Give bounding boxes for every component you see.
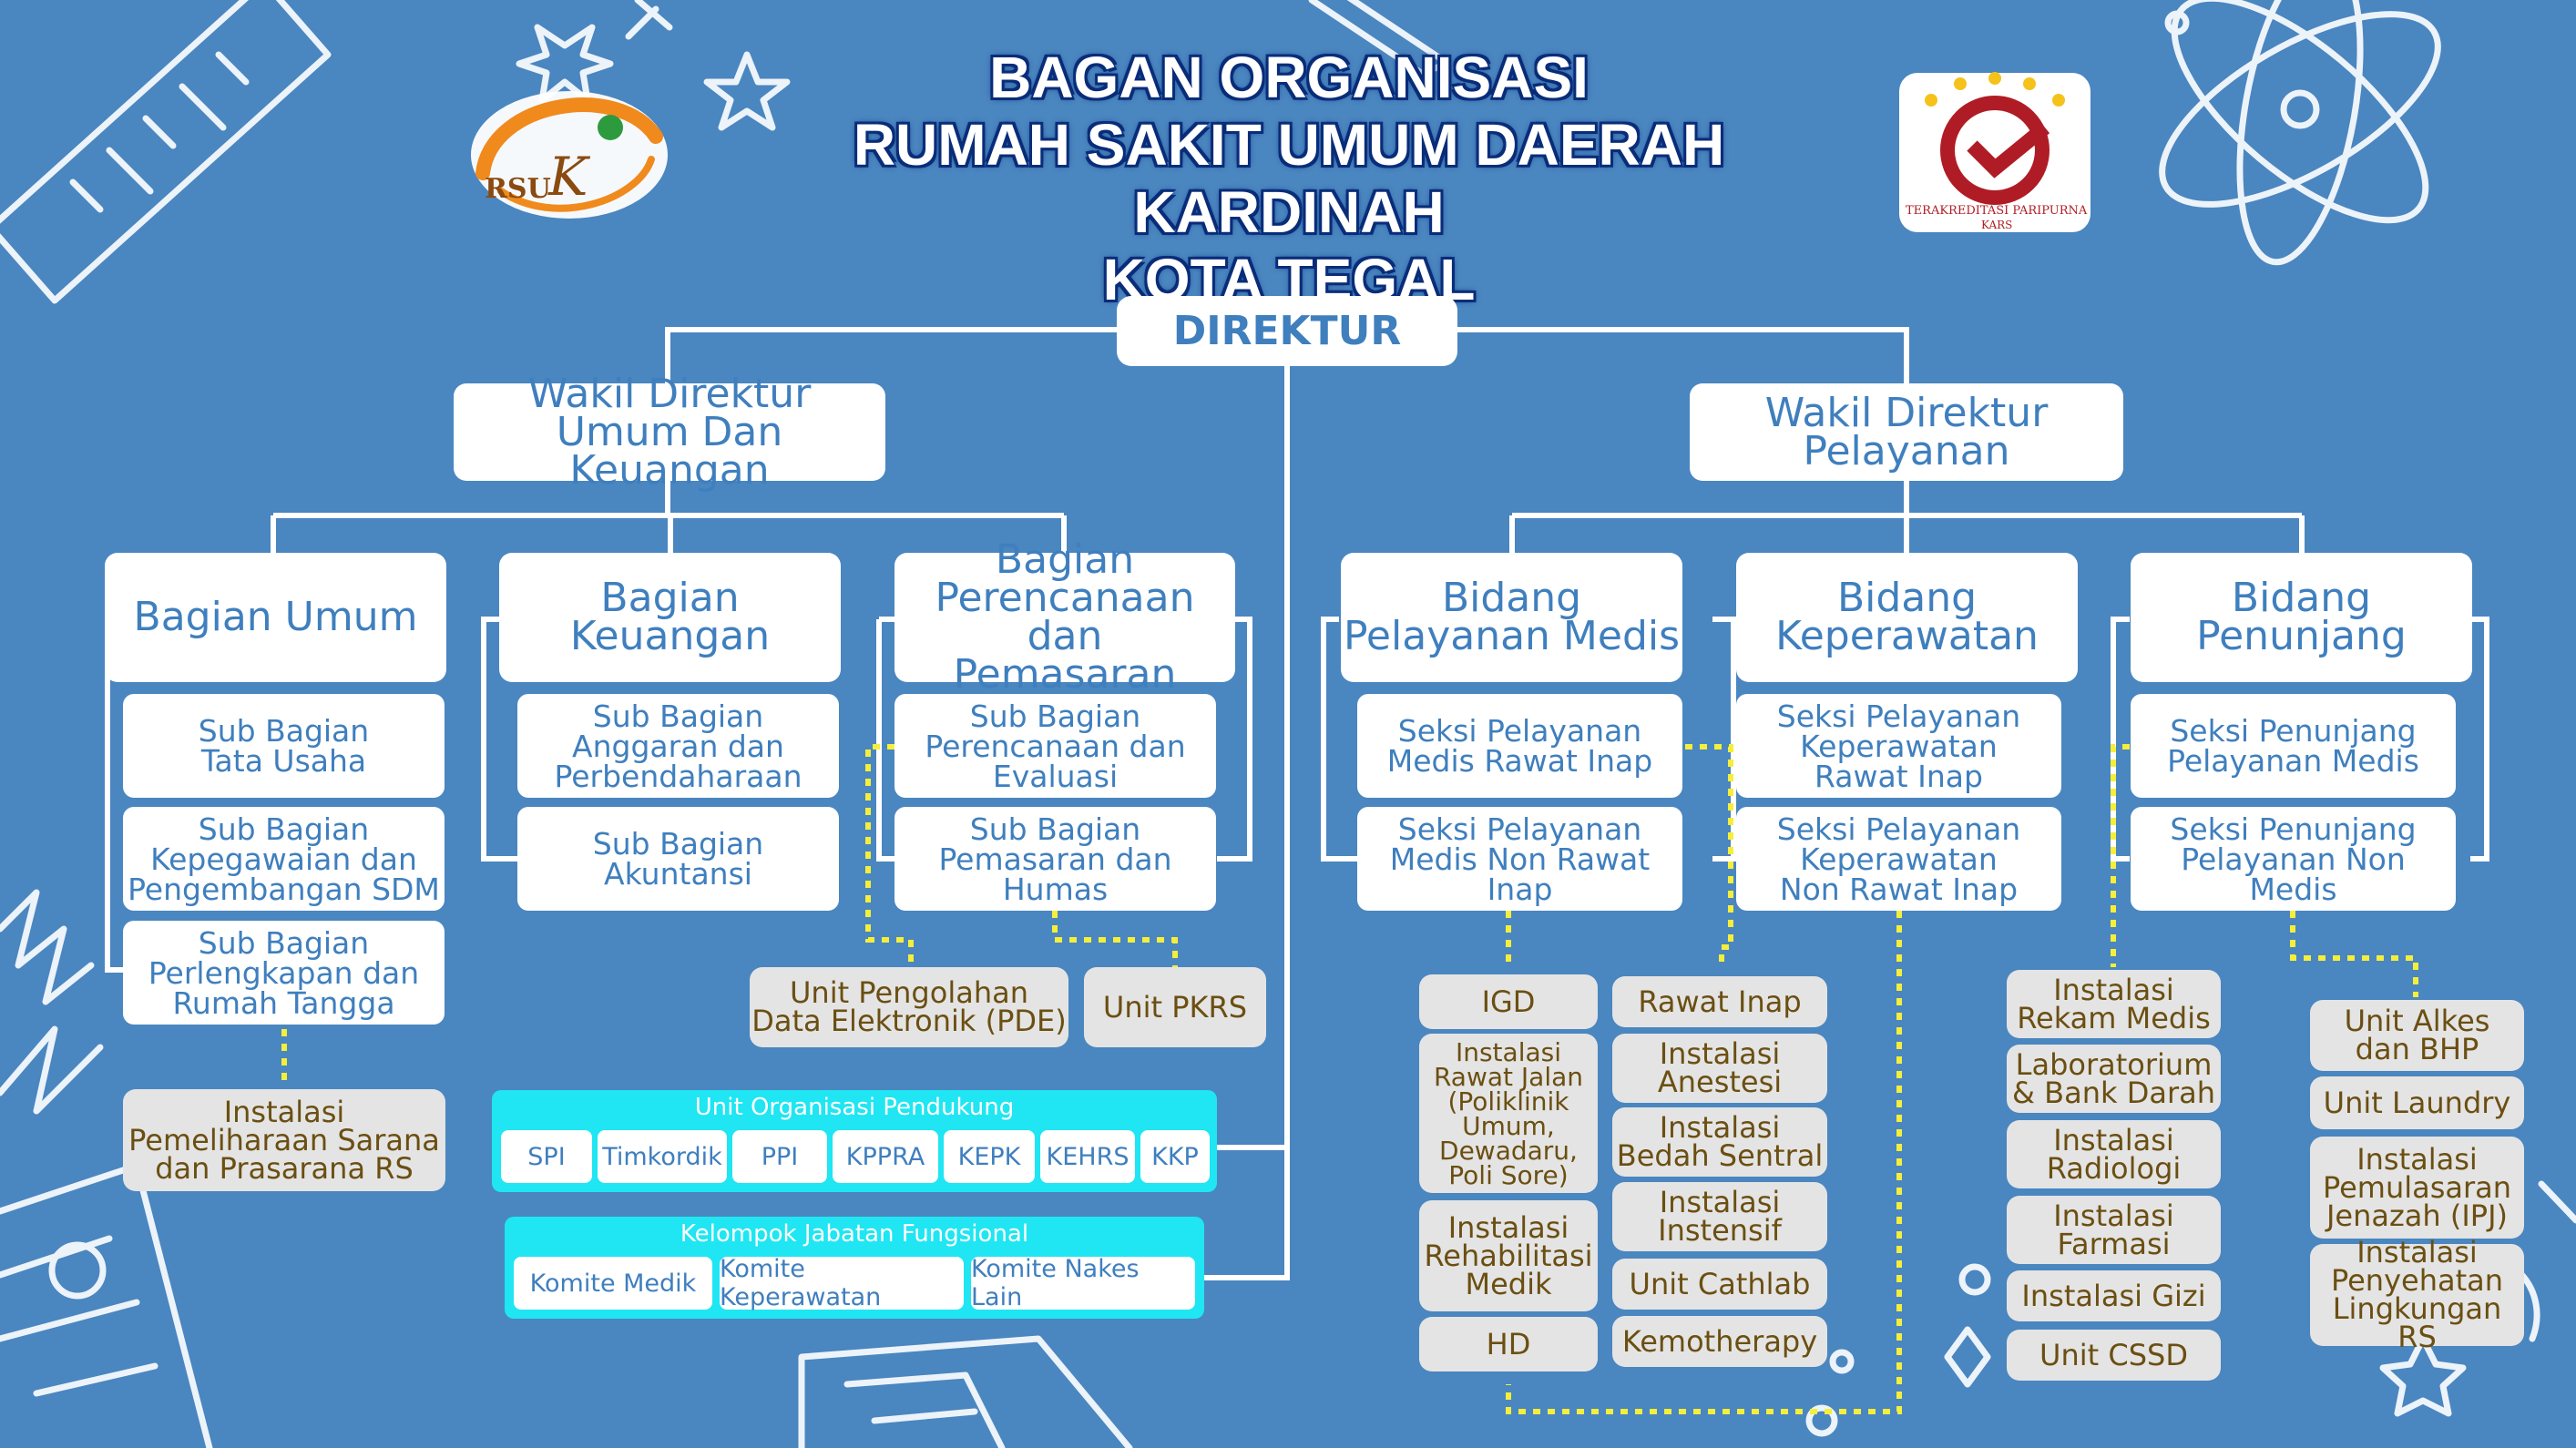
unit-rekam-medis: Instalasi Rekam Medis [2007,970,2221,1038]
seksi-medis-non-rawat-inap: Seksi Pelayanan Medis Non Rawat Inap [1357,807,1682,911]
komite-keperawatan: Komite Keperawatan [720,1255,964,1311]
wakil-direktur-umum-box: Wakil Direktur Umum Dan Keuangan [454,373,885,490]
accreditation-caption: TERAKREDITASI PARIPURNA [1906,204,2088,218]
seksi-keperawatan-non-rawat-inap: Seksi Pelayanan Keperawatan Non Rawat In… [1736,807,2061,911]
unit-pde: Unit Pengolahan Data Elektronik (PDE) [750,967,1068,1047]
logo-text: RSU [485,173,551,205]
unit-kepk: KEPK [944,1130,1035,1183]
bagian-keuangan-box: Bagian Keuangan [499,553,841,682]
unit-pendukung-panel: Unit Organisasi Pendukung SPI Timkordik … [492,1090,1217,1192]
unit-kppra: KPPRA [833,1130,938,1183]
bagian-perencanaan-box: Bagian Perencanaan dan Pemasaran [894,540,1235,695]
bidang-pelayanan-medis-box: Bidang Pelayanan Medis [1341,553,1682,682]
sub-bagian-kepegawaian: Sub Bagian Kepegawaian dan Pengembangan … [123,807,445,911]
unit-timkordik: Timkordik [598,1130,727,1183]
unit-pemulasaran-jenazah: Instalasi Pemulasaran Jenazah (IPJ) [2310,1137,2524,1239]
unit-bedah-sentral: Instalasi Bedah Sentral [1612,1107,1827,1177]
unit-ipsrs: Instalasi Pemeliharaan Sarana dan Prasar… [123,1089,445,1191]
sub-bagian-akuntansi: Sub Bagian Akuntansi [517,807,839,911]
sub-bagian-perlengkapan: Sub Bagian Perlengkapan dan Rumah Tangga [123,921,445,1025]
seksi-medis-rawat-inap: Seksi Pelayanan Medis Rawat Inap [1357,694,1682,798]
unit-igd: IGD [1419,974,1598,1029]
unit-penyehatan-lingkungan: Instalasi Penyehatan Lingkungan RS [2310,1238,2524,1351]
unit-rawat-inap: Rawat Inap [1612,976,1827,1027]
fungsional-header: Kelompok Jabatan Fungsional [680,1220,1029,1248]
unit-farmasi: Instalasi Farmasi [2007,1196,2221,1264]
unit-rehabilitasi-medik: Instalasi Rehabilitasi Medik [1419,1200,1598,1311]
bagian-umum-box: Bagian Umum [105,553,446,682]
unit-kkp: KKP [1140,1130,1210,1183]
komite-medik: Komite Medik [514,1257,712,1310]
unit-ppi: PPI [732,1130,827,1183]
seksi-penunjang-non-medis: Seksi Penunjang Pelayanan Non Medis [2131,807,2456,911]
unit-alkes-bhp: Unit Alkes dan BHP [2310,1000,2524,1071]
sub-bagian-tata-usaha: Sub Bagian Tata Usaha [123,694,445,798]
bidang-keperawatan-box: Bidang Keperawatan [1736,553,2078,682]
sub-bagian-anggaran: Sub Bagian Anggaran dan Perbendaharaan [517,694,839,798]
fungsional-panel: Kelompok Jabatan Fungsional Komite Medik… [505,1217,1204,1319]
accreditation-kars: KARS [1981,219,2013,231]
komite-nakes-lain: Komite Nakes Lain [971,1255,1195,1311]
logo-letter: K [548,146,588,208]
unit-cathlab: Unit Cathlab [1612,1259,1827,1310]
unit-radiologi: Instalasi Radiologi [2007,1120,2221,1188]
unit-anestesi: Instalasi Anestesi [1612,1034,1827,1103]
unit-rawat-jalan: Instalasi Rawat Jalan (Poliklinik Umum, … [1419,1034,1598,1193]
page-title: BAGAN ORGANISASI RUMAH SAKIT UMUM DAERAH… [692,44,1886,313]
seksi-penunjang-medis: Seksi Penunjang Pelayanan Medis [2131,694,2456,798]
sub-bagian-pemasaran-humas: Sub Bagian Pemasaran dan Humas [894,807,1216,911]
wakil-direktur-pelayanan-box: Wakil Direktur Pelayanan [1690,383,2123,481]
seksi-keperawatan-rawat-inap: Seksi Pelayanan Keperawatan Rawat Inap [1736,694,2061,798]
unit-laundry: Unit Laundry [2310,1076,2524,1129]
title-line-1: BAGAN ORGANISASI [989,45,1589,110]
unit-laboratorium: Laboratorium & Bank Darah [2007,1045,2221,1113]
unit-gizi: Instalasi Gizi [2007,1270,2221,1321]
unit-spi: SPI [501,1130,592,1183]
unit-hd: HD [1419,1317,1598,1372]
unit-cssd: Unit CSSD [2007,1330,2221,1381]
bidang-penunjang-box: Bidang Penunjang [2131,553,2472,682]
unit-kehrs: KEHRS [1040,1130,1135,1183]
unit-kemotherapy: Kemotherapy [1612,1316,1827,1367]
direktur-box: DIREKTUR [1117,296,1457,366]
title-line-2: RUMAH SAKIT UMUM DAERAH KARDINAH [853,112,1725,245]
unit-pkrs: Unit PKRS [1084,967,1266,1047]
hospital-logo: RSU K [465,73,674,228]
unit-pendukung-header: Unit Organisasi Pendukung [694,1094,1015,1121]
sub-bagian-perencanaan-evaluasi: Sub Bagian Perencanaan dan Evaluasi [894,694,1216,798]
accreditation-logo: TERAKREDITASI PARIPURNA KARS [1895,55,2095,237]
unit-instensif: Instalasi Instensif [1612,1182,1827,1251]
